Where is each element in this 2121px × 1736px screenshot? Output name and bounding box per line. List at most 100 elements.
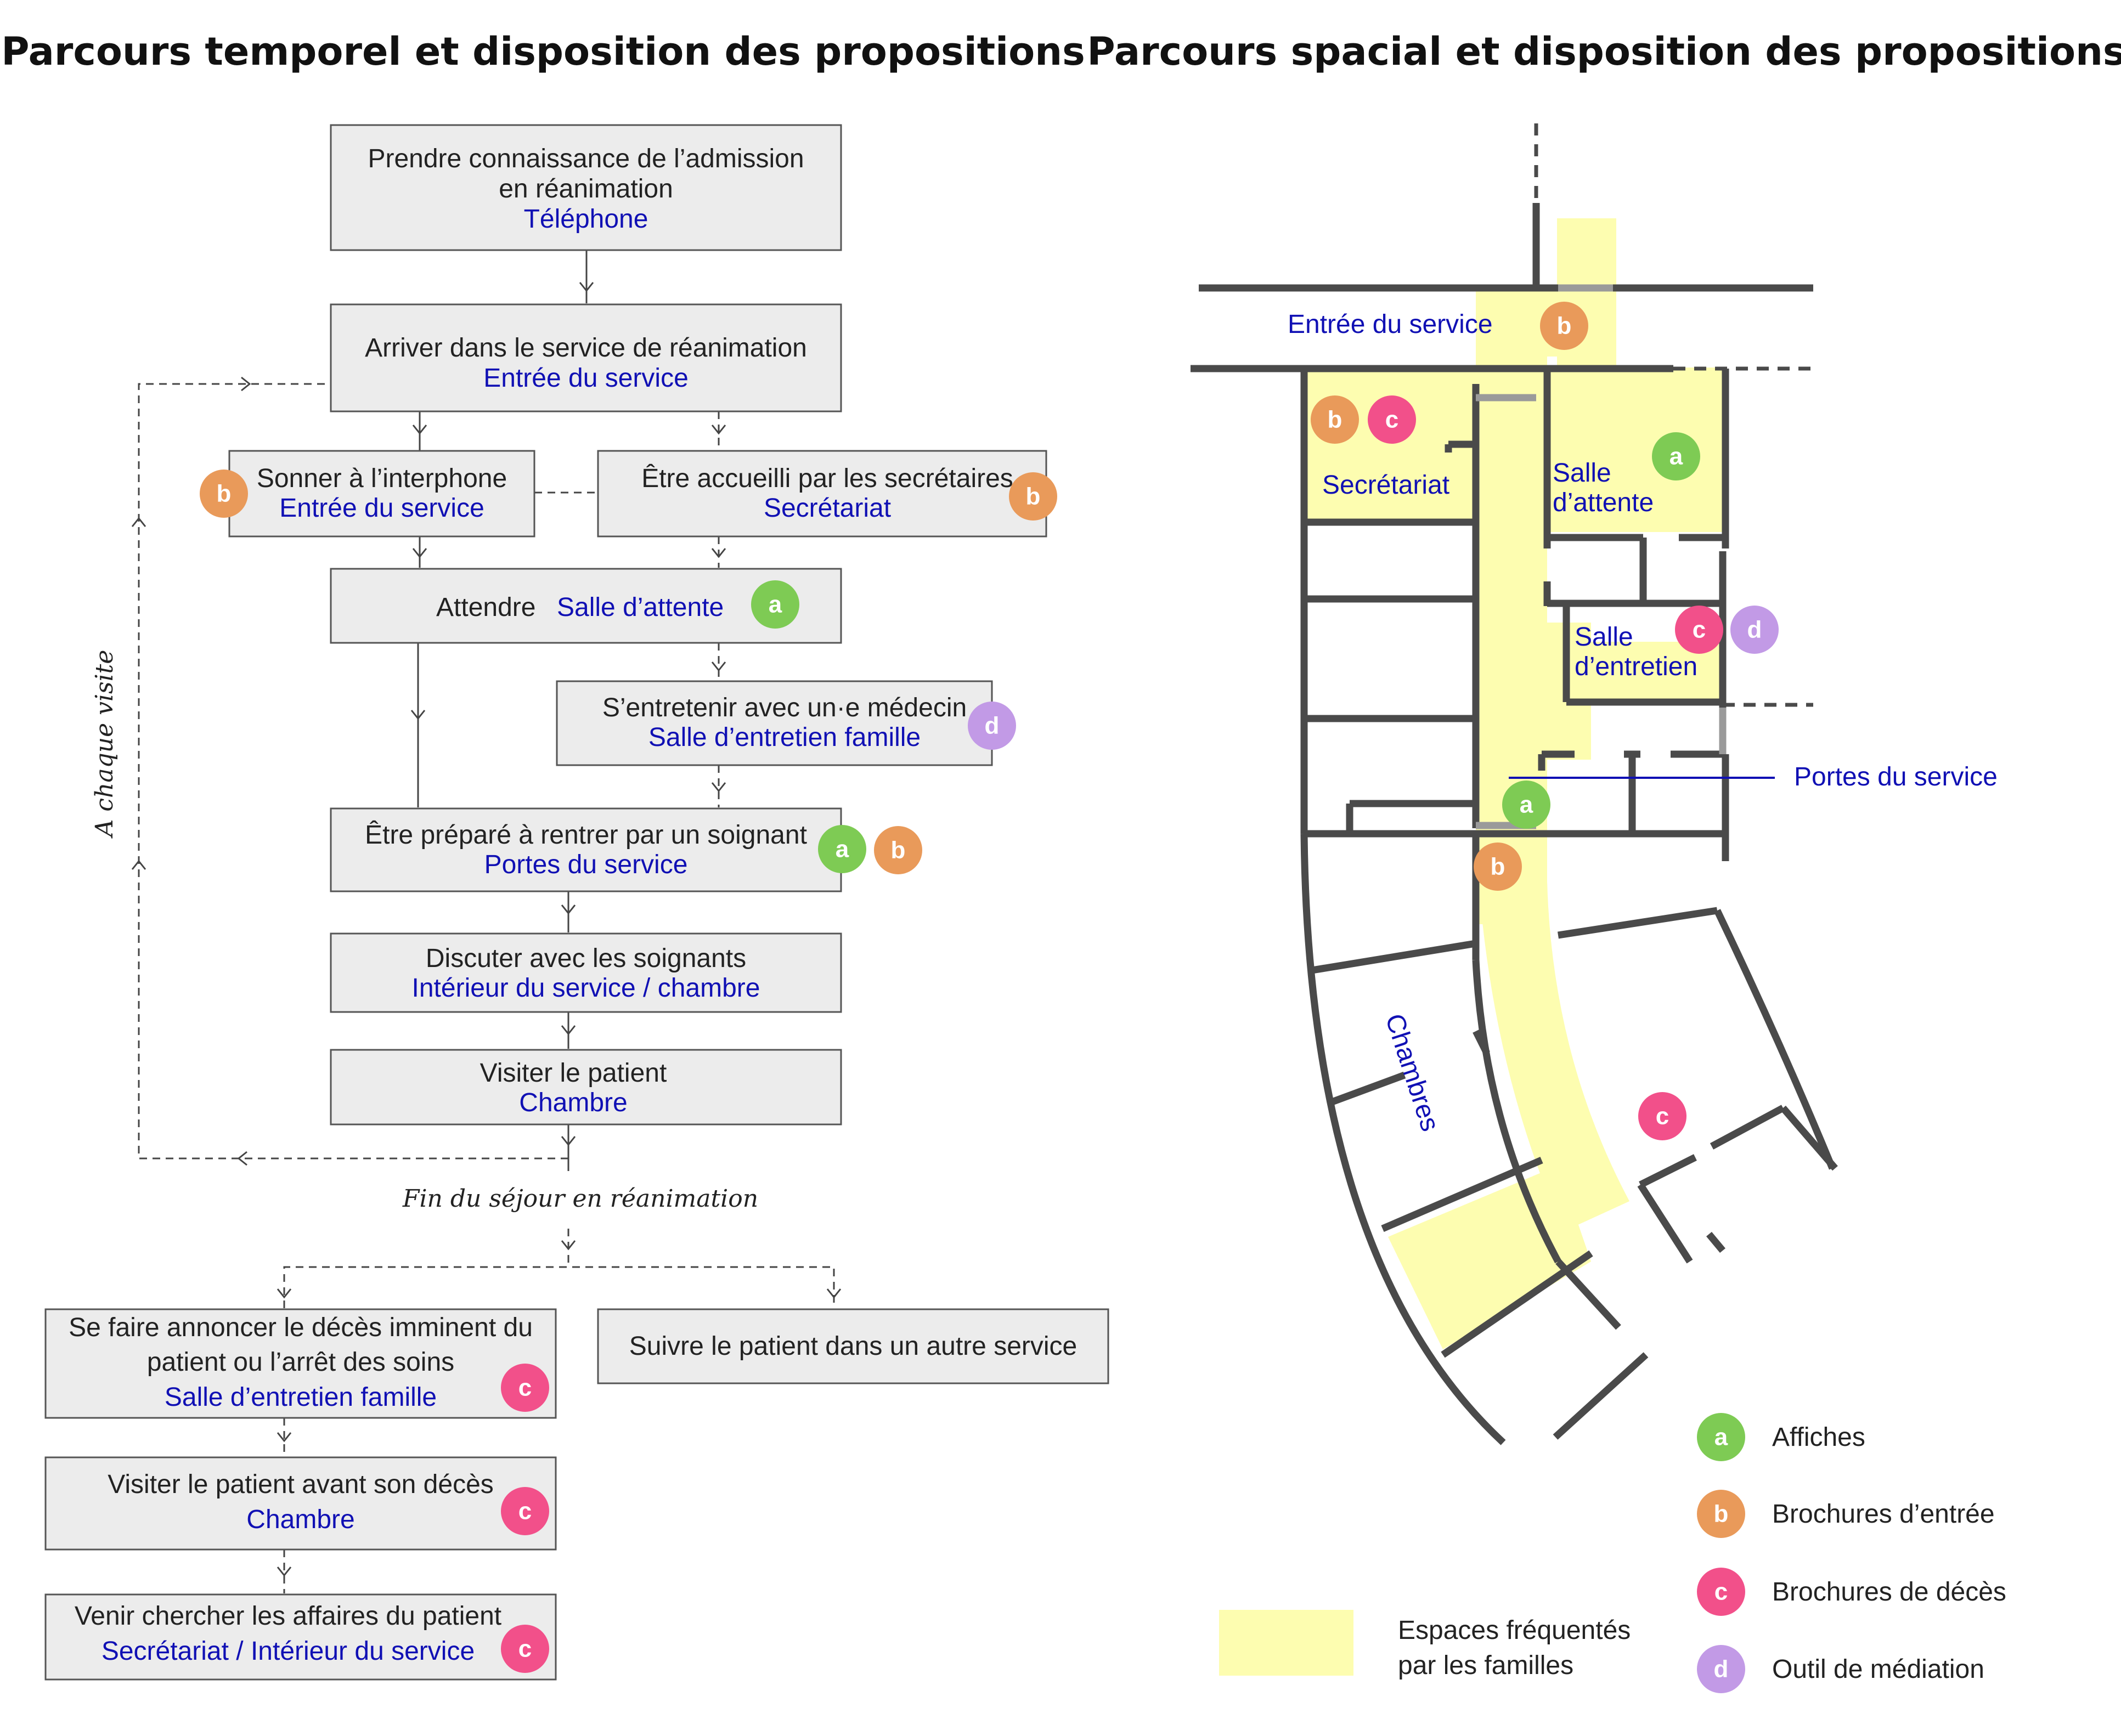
room-label-salle-entretien: d’entretien bbox=[1575, 652, 1697, 681]
room-label-portes: Portes du service bbox=[1794, 762, 1998, 791]
legend: Espaces fréquentés par les familles a Af… bbox=[1219, 1413, 2006, 1693]
badge-circle bbox=[1675, 606, 1723, 654]
badge-b: b bbox=[200, 470, 248, 518]
step-label: S’entretenir avec un·e médecin bbox=[602, 693, 967, 722]
badge-c: c bbox=[1368, 395, 1416, 444]
badge-letter: b bbox=[1328, 406, 1342, 433]
step-prepared-by-carer: Être préparé à rentrer par un soignant P… bbox=[330, 807, 842, 892]
step-label: Discuter avec les soignants bbox=[426, 944, 746, 973]
room-label-salle-entretien: Salle bbox=[1575, 623, 1633, 652]
room-label-salle-attente: d’attente bbox=[1553, 488, 1654, 517]
step-location: Entrée du service bbox=[279, 494, 484, 523]
step-visit-before-death: Visiter le patient avant son décès Chamb… bbox=[44, 1456, 557, 1551]
step-welcomed-secretaries: Être accueilli par les secrétaires Secré… bbox=[597, 450, 1047, 538]
loop-label: A chaque visite bbox=[91, 650, 119, 839]
legend-zone-label: Espaces fréquentés bbox=[1398, 1616, 1631, 1645]
flow-connectors bbox=[131, 251, 842, 1593]
badge-circle bbox=[1540, 302, 1588, 350]
legend-zone-label: par les familles bbox=[1398, 1651, 1573, 1680]
step-label: Prendre connaissance de l’admission bbox=[368, 144, 804, 173]
badge-letter: b bbox=[1557, 313, 1572, 340]
badge-circle bbox=[1368, 395, 1416, 444]
step-label: Se faire annoncer le décès imminent du bbox=[69, 1313, 533, 1342]
step-location: Salle d’entretien famille bbox=[165, 1383, 437, 1412]
step-location: Secrétariat / Intérieur du service bbox=[101, 1637, 475, 1666]
badge-b: b bbox=[1540, 302, 1588, 350]
badge-circle bbox=[1730, 606, 1779, 654]
legend-label-c: Brochures de décès bbox=[1772, 1577, 2006, 1607]
badge-letter: c bbox=[518, 1636, 532, 1663]
left-title: Parcours temporel et disposition des pro… bbox=[1, 29, 1085, 74]
map-badges: b b c a c d a b c bbox=[1311, 302, 1779, 1140]
badge-letter: d bbox=[985, 713, 1000, 739]
badge-letter: c bbox=[518, 1375, 532, 1401]
room-label-chambres: Chambres bbox=[1380, 1010, 1445, 1135]
badge-circle bbox=[1009, 472, 1057, 521]
legend-badge-d: d bbox=[1697, 1645, 1745, 1693]
badge-a: a bbox=[818, 825, 866, 873]
step-location: Salle d’entretien famille bbox=[648, 723, 921, 752]
badge-b: b bbox=[1311, 395, 1359, 444]
badge-c: c bbox=[501, 1487, 549, 1535]
badge-circle bbox=[501, 1364, 549, 1412]
badge-letter: d bbox=[1714, 1656, 1729, 1683]
badge-letter: a bbox=[769, 591, 782, 618]
legend-label-b: Brochures d’entrée bbox=[1772, 1500, 1995, 1529]
badge-letter: b bbox=[891, 837, 906, 864]
legend-zone-swatch bbox=[1219, 1610, 1353, 1676]
step-location: Intérieur du service / chambre bbox=[412, 974, 760, 1003]
badge-c: c bbox=[1675, 606, 1723, 654]
room-label-secretariat: Secrétariat bbox=[1322, 471, 1449, 500]
legend-label-a: Affiches bbox=[1772, 1423, 1865, 1452]
flow-badges: b b a d a b c c c bbox=[200, 470, 1057, 1673]
step-visit-patient: Visiter le patient Chambre bbox=[330, 1049, 842, 1126]
step-label: en réanimation bbox=[499, 174, 673, 203]
walls bbox=[1191, 123, 1838, 1445]
step-label: Visiter le patient bbox=[480, 1059, 667, 1088]
flowchart: Prendre connaissance de l’admission en r… bbox=[44, 124, 1109, 1681]
badge-circle bbox=[501, 1487, 549, 1535]
badge-letter: a bbox=[1669, 443, 1683, 470]
step-arrive: Arriver dans le service de réanimation E… bbox=[330, 303, 842, 412]
step-label: Être préparé à rentrer par un soignant bbox=[365, 821, 807, 850]
badge-a: a bbox=[1652, 432, 1700, 480]
badge-circle bbox=[1697, 1413, 1745, 1461]
badge-c: c bbox=[501, 1364, 549, 1412]
badge-letter: b bbox=[217, 480, 232, 507]
step-location: Salle d’attente bbox=[557, 593, 724, 622]
step-label: Suivre le patient dans un autre service bbox=[629, 1332, 1077, 1361]
room-label-entree: Entrée du service bbox=[1288, 310, 1493, 339]
badge-circle bbox=[501, 1625, 549, 1673]
badge-letter: c bbox=[1714, 1579, 1728, 1605]
badge-circle bbox=[751, 580, 799, 629]
badge-circle bbox=[1474, 842, 1522, 891]
step-learn-admission: Prendre connaissance de l’admission en r… bbox=[330, 124, 842, 251]
legend-badge-a: a bbox=[1697, 1413, 1745, 1461]
step-label: patient ou l’arrêt des soins bbox=[147, 1348, 454, 1377]
badge-c: c bbox=[501, 1625, 549, 1673]
step-label: Visiter le patient avant son décès bbox=[108, 1470, 494, 1499]
legend-label-d: Outil de médiation bbox=[1772, 1655, 1984, 1684]
badge-d: d bbox=[968, 702, 1016, 750]
step-label: Arriver dans le service de réanimation bbox=[365, 333, 807, 363]
family-zones bbox=[1306, 218, 1723, 1349]
step-location: Chambre bbox=[519, 1088, 627, 1117]
badge-letter: d bbox=[1747, 617, 1762, 643]
step-talk-doctor: S’entretenir avec un·e médecin Salle d’e… bbox=[556, 680, 993, 766]
step-location: Téléphone bbox=[524, 205, 648, 234]
badge-d: d bbox=[1730, 606, 1779, 654]
step-location: Entrée du service bbox=[483, 364, 689, 393]
badge-letter: a bbox=[1520, 791, 1533, 818]
step-collect-belongings: Venir chercher les affaires du patient S… bbox=[44, 1593, 557, 1681]
step-follow-patient: Suivre le patient dans un autre service bbox=[597, 1308, 1109, 1384]
badge-c: c bbox=[1638, 1092, 1686, 1140]
step-label: Être accueilli par les secrétaires bbox=[641, 464, 1013, 493]
badge-letter: c bbox=[518, 1498, 532, 1525]
badge-b: b bbox=[874, 826, 922, 874]
badge-letter: a bbox=[836, 836, 849, 863]
badge-b: b bbox=[1474, 842, 1522, 891]
right-title: Parcours spacial et disposition des prop… bbox=[1087, 29, 2121, 74]
step-announce-death: Se faire annoncer le décès imminent du p… bbox=[44, 1308, 557, 1419]
step-location: Secrétariat bbox=[764, 494, 891, 523]
